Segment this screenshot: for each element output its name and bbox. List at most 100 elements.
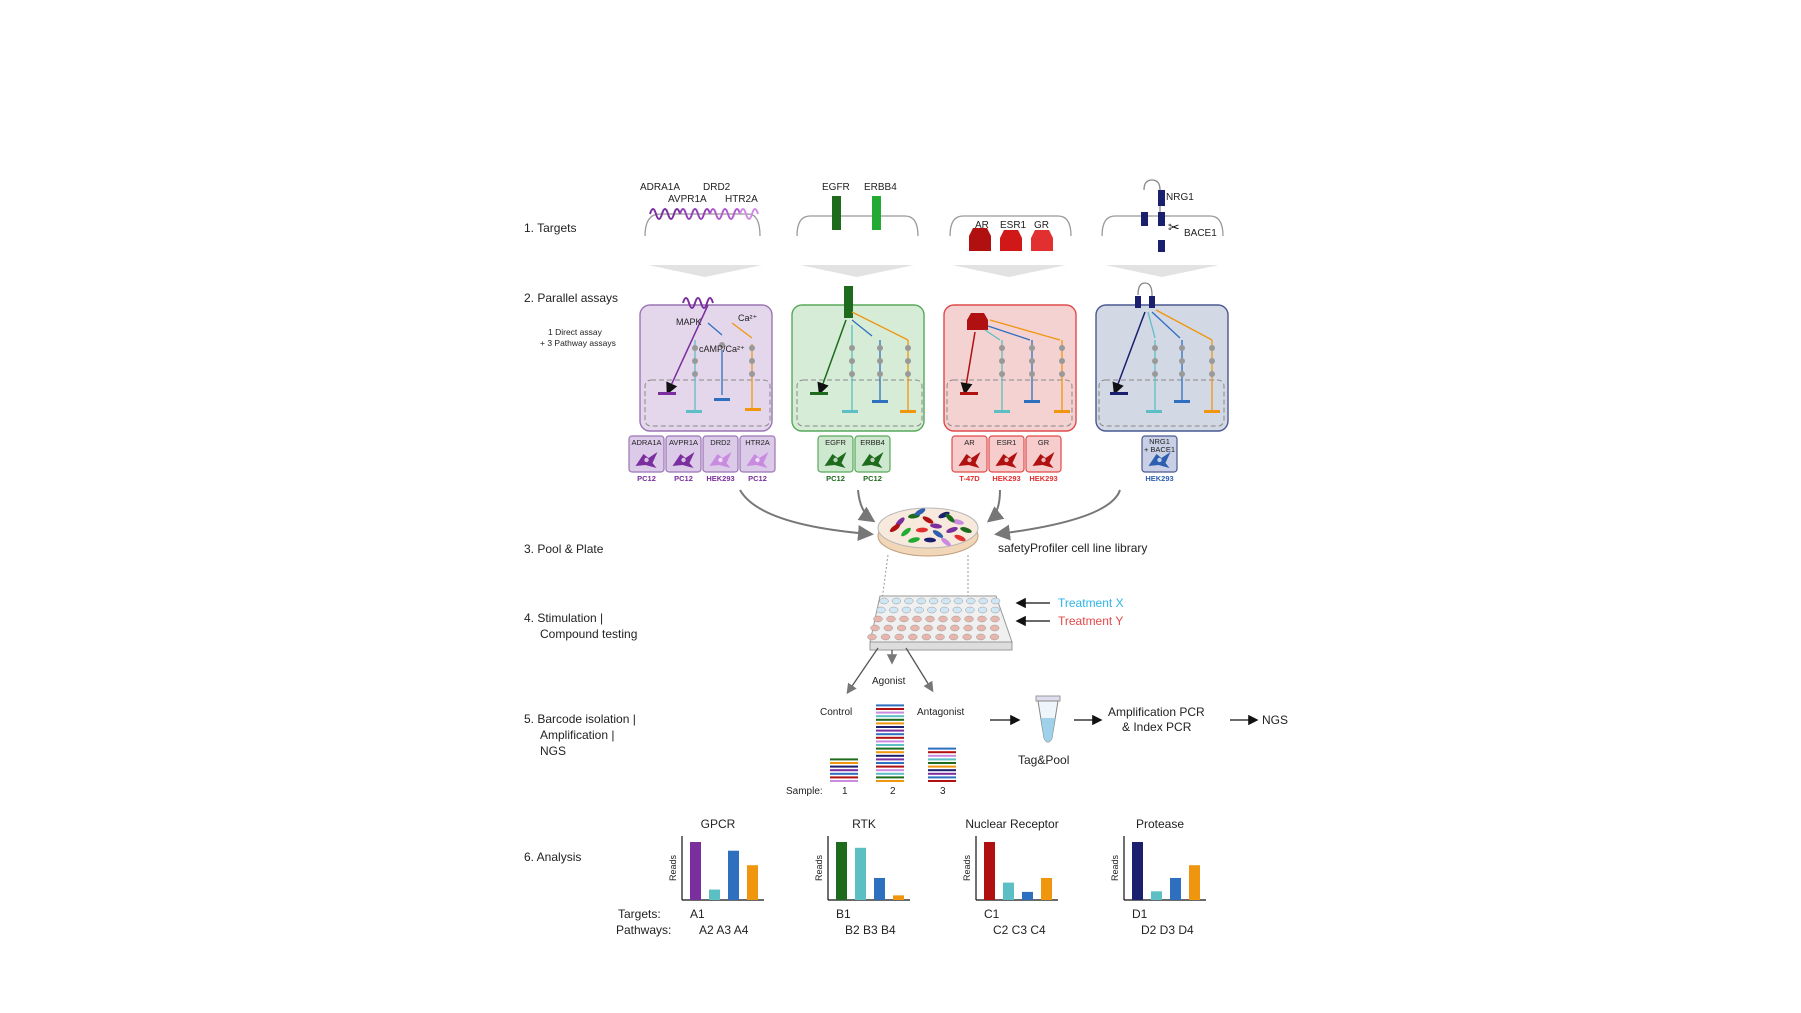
samples-label: Sample: [786, 786, 823, 797]
panel-target-label: D1 [1132, 907, 1148, 921]
step-5-sublabel-2: NGS [540, 744, 566, 758]
cell-tile-target: AVPR1A [669, 438, 698, 447]
cell-tile-gpcr-3: HTR2A [739, 435, 776, 473]
bar-1 [1151, 891, 1162, 900]
signal-ca: Ca²⁺ [738, 313, 758, 323]
sample-1-number: 1 [842, 786, 848, 797]
target-htr2a: HTR2A [725, 194, 758, 205]
protease-assay-box [1095, 282, 1229, 432]
target-ar: AR [975, 220, 989, 231]
step-4-sublabel: Compound testing [540, 627, 637, 641]
target-erbb4: ERBB4 [864, 182, 897, 193]
target-gr: GR [1034, 220, 1049, 231]
cell-line-name: HEK293 [992, 474, 1020, 483]
gpcr-assay-box: MAPK Ca²⁺ cAMP/Ca²⁺ [639, 297, 773, 432]
cell-line-name: HEK293 [1029, 474, 1057, 483]
bar-0 [984, 842, 995, 900]
protease-targets: ✂ NRG1 BACE1 [1101, 179, 1224, 252]
panel-title: GPCR [701, 817, 736, 831]
cell-tile-target: EGFR [825, 438, 846, 447]
panel-pathways-label: C2 C3 C4 [993, 923, 1046, 937]
cell-line-name: HEK293 [706, 474, 734, 483]
cell-tile-gpcr-1: AVPR1A [665, 435, 702, 473]
treatment-y-label: Treatment Y [1058, 614, 1123, 628]
cell-tile-target: AR [964, 438, 975, 447]
bar-2 [1170, 877, 1181, 900]
bar-1 [1003, 882, 1014, 900]
bar-3 [747, 865, 758, 900]
bar-1 [709, 889, 720, 900]
cell-tile-target: GR [1038, 438, 1050, 447]
sample-arrows [846, 647, 934, 695]
gpcr-targets: ADRA1A DRD2 AVPR1A HTR2A [640, 182, 761, 237]
barcode-stack-agonist [876, 704, 904, 782]
bar-2 [1022, 891, 1033, 900]
target-egfr: EGFR [822, 182, 850, 193]
nr-assay-box [943, 304, 1077, 432]
cell-line-name: PC12 [863, 474, 882, 483]
cell-tile-target: NRG1 [1149, 437, 1170, 446]
amplification-label-2: & Index PCR [1122, 720, 1192, 734]
step-4-label: 4. Stimulation | [524, 611, 603, 625]
assay-note-2: + 3 Pathway assays [540, 338, 616, 348]
tag-pool-label: Tag&Pool [1018, 753, 1069, 767]
rtk-targets: EGFR ERBB4 [796, 182, 919, 237]
well-plate [867, 595, 1013, 651]
step-5-label: 5. Barcode isolation | [524, 712, 636, 726]
panel-pathways-label: B2 B3 B4 [845, 923, 896, 937]
treatment-x-label: Treatment X [1058, 596, 1124, 610]
cell-tile-target: + BACE1 [1144, 445, 1175, 454]
sample-3-number: 3 [940, 786, 946, 797]
step-6-label: 6. Analysis [524, 850, 581, 864]
amplification-label-1: Amplification PCR [1108, 705, 1205, 719]
barcode-stacks [830, 704, 956, 782]
panel-pathways-label: D2 D3 D4 [1141, 923, 1194, 937]
sample-2-number: 2 [890, 786, 896, 797]
cell-tile-gpcr-2: DRD2 [702, 435, 739, 473]
svg-text:✂: ✂ [1168, 219, 1180, 235]
bar-2 [874, 877, 885, 900]
funnel-arrows [648, 265, 1219, 277]
panel-ylabel: Reads [814, 854, 824, 881]
panel-target-label: B1 [836, 907, 851, 921]
step-3-label: 3. Pool & Plate [524, 542, 604, 556]
cell-tile-target: ESR1 [997, 438, 1017, 447]
pool-label: safetyProfiler cell line library [998, 541, 1147, 555]
bar-3 [1189, 865, 1200, 900]
sample-antagonist-label: Antagonist [917, 707, 964, 718]
target-esr1: ESR1 [1000, 220, 1027, 231]
target-drd2: DRD2 [703, 182, 731, 193]
cell-tile-target: ADRA1A [631, 438, 661, 447]
target-nrg1: NRG1 [1166, 192, 1194, 203]
cell-line-name: PC12 [674, 474, 693, 483]
signal-camp: cAMP/Ca²⁺ [699, 344, 745, 354]
panel-ylabel: Reads [1110, 854, 1120, 881]
petri-dish [877, 507, 979, 601]
cell-tile-rtk-1: ERBB4 [854, 435, 891, 473]
rtk-assay-box [791, 286, 925, 432]
panel-title: RTK [852, 817, 876, 831]
target-adra1a: ADRA1A [640, 182, 680, 193]
cell-line-name: PC12 [748, 474, 767, 483]
target-avpr1a: AVPR1A [668, 194, 707, 205]
sample-agonist-label: Agonist [872, 676, 906, 687]
cell-tile-gpcr-0: ADRA1A [628, 435, 665, 473]
panel-ylabel: Reads [962, 854, 972, 881]
step-2-label: 2. Parallel assays [524, 291, 618, 305]
bar-2 [728, 850, 739, 900]
panel-ylabel: Reads [668, 854, 678, 881]
cell-line-tiles: ADRA1APC12AVPR1APC12DRD2HEK293HTR2APC12E… [628, 435, 1178, 483]
pool-arrows [739, 489, 1121, 541]
cell-tile-nr-2: GR [1025, 435, 1062, 473]
bar-3 [893, 895, 904, 900]
bar-0 [690, 842, 701, 900]
cell-tile-target: DRD2 [710, 438, 730, 447]
cell-tile-protease-0: NRG1+ BACE1 [1141, 435, 1178, 473]
panel-target-label: A1 [690, 907, 705, 921]
